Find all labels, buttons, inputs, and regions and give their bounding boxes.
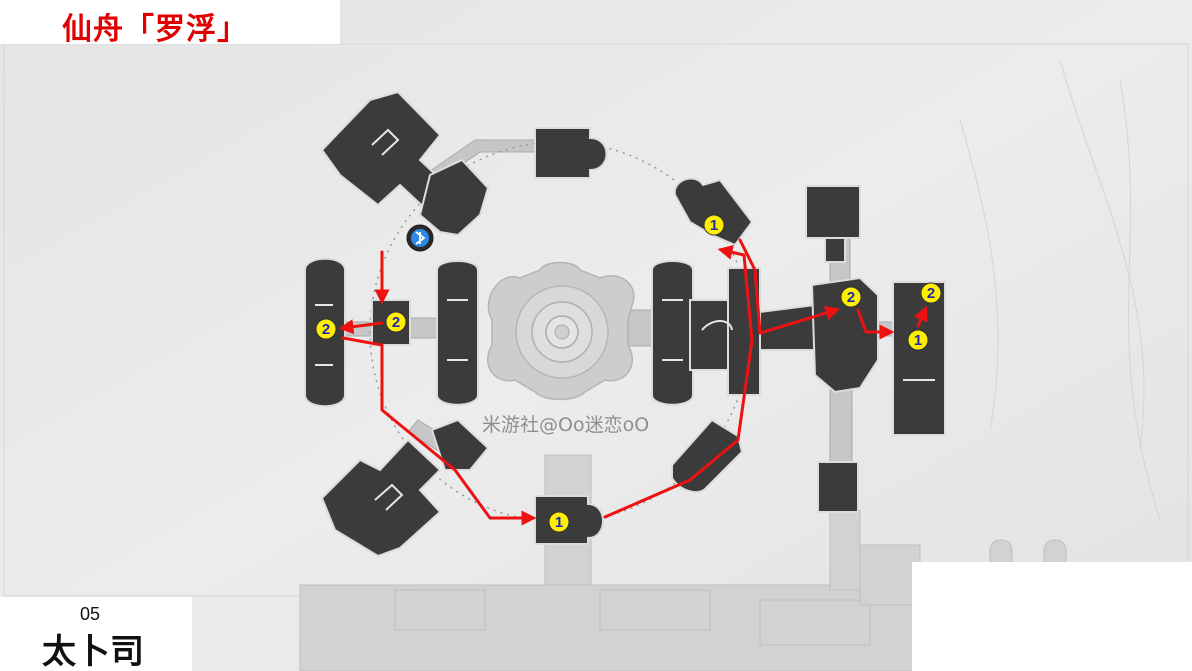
room-details xyxy=(315,128,935,511)
space-anchor-icon[interactable] xyxy=(406,224,434,252)
marker-2-right-hall[interactable]: 2 xyxy=(840,286,862,308)
room-top-right xyxy=(673,177,754,247)
marker-2-left-hall[interactable]: 2 xyxy=(385,311,407,333)
marker-2-far-right-room[interactable]: 2 xyxy=(920,282,942,304)
room-right-inner xyxy=(651,260,694,406)
marker-label: 2 xyxy=(927,285,935,302)
room-far-right xyxy=(892,281,946,436)
title-panel xyxy=(0,0,340,44)
watermark-text: 米游社@Oo迷恋oO xyxy=(482,414,650,436)
marker-label: 1 xyxy=(914,332,922,349)
central-plaza xyxy=(487,261,635,401)
marker-label: 2 xyxy=(847,289,855,306)
room-bottom-left xyxy=(320,438,442,558)
room-right-bridge xyxy=(759,303,816,351)
decorative-lines xyxy=(959,59,1161,521)
marker-label: 2 xyxy=(322,321,330,338)
route-segment-to-bottom-center xyxy=(341,336,537,526)
marker-1-bottom-room[interactable]: 1 xyxy=(548,511,570,533)
marker-label: 2 xyxy=(392,314,400,331)
room-right-connector-b xyxy=(727,267,761,396)
marker-2-left-room[interactable]: 2 xyxy=(315,318,337,340)
corner-panel xyxy=(912,562,1192,671)
route-segment-to-right-hall xyxy=(738,238,841,335)
room-bottom-left-annex xyxy=(430,418,490,471)
route xyxy=(338,238,928,526)
route-segment-up-to-final xyxy=(913,305,928,328)
marker-label: 1 xyxy=(710,217,718,234)
rooms xyxy=(304,90,946,558)
room-top-tower-neck xyxy=(824,237,846,263)
room-top-left-annex xyxy=(418,158,490,237)
area-name: 太卜司 xyxy=(42,632,144,671)
room-top-tower xyxy=(805,185,861,239)
marker-1-top-right-room[interactable]: 1 xyxy=(703,214,725,236)
room-bottom-right-small xyxy=(817,461,859,513)
room-bottom-right-angled xyxy=(671,418,744,494)
region-title: 仙舟「罗浮」 xyxy=(62,12,248,47)
route-segment-to-far-right xyxy=(856,308,895,340)
route-segment-hall-to-room xyxy=(338,319,384,335)
room-top-center xyxy=(534,127,608,179)
room-left-inner xyxy=(436,260,479,406)
lower-district-outline xyxy=(299,454,1067,671)
area-number: 05 xyxy=(80,604,101,624)
area-panel xyxy=(0,597,192,671)
marker-label: 1 xyxy=(555,514,563,531)
marker-1-far-right-room[interactable]: 1 xyxy=(907,329,929,351)
route-segment-bottom-to-top-right xyxy=(603,245,754,519)
